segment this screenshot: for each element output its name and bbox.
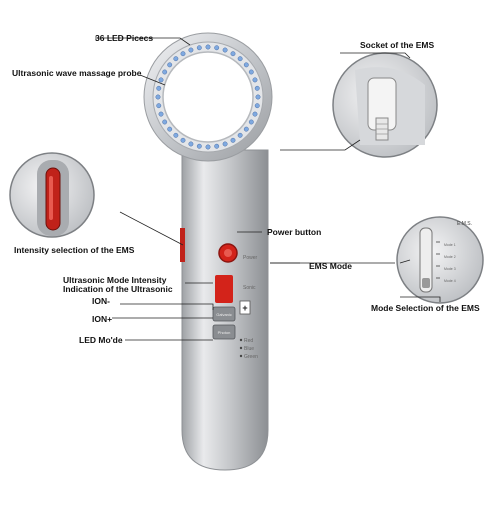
led-dot	[255, 94, 261, 100]
power-text: Power	[243, 255, 258, 261]
led-dot	[173, 56, 179, 62]
label-intensity-selection: Intensity selection of the EMS	[14, 245, 135, 255]
led-color-list: Red Blue Green	[239, 338, 258, 360]
ultrasonic-probe-plate	[162, 51, 254, 143]
svg-text:Photon: Photon	[218, 330, 231, 335]
led-dot	[230, 51, 236, 57]
led-dot	[214, 143, 220, 149]
led-dot	[243, 62, 249, 68]
led-dot	[158, 111, 164, 117]
label-ultrasonic-probe: Ultrasonic wave massage probe	[12, 68, 142, 78]
led-dot	[252, 77, 258, 83]
led-dot	[158, 77, 164, 83]
mode-2-text: Mode 2	[444, 255, 456, 259]
led-dot	[188, 47, 194, 53]
galvanic-button	[212, 306, 236, 322]
led-dot	[155, 94, 161, 100]
label-power-button: Power button	[267, 227, 322, 237]
led-dot	[162, 69, 168, 75]
label-led-mode: LED Mo'de	[79, 335, 123, 345]
label-ion-plus: ION+	[92, 314, 113, 324]
led-dot	[214, 45, 220, 51]
led-dot	[222, 47, 228, 53]
mode-4-text: Mode 4	[444, 279, 456, 283]
led-dot	[254, 103, 260, 109]
led-dot	[230, 137, 236, 143]
label-socket-ems: Socket of the EMS	[360, 40, 435, 50]
label-led-pieces: 36 LED Picecs	[95, 33, 154, 43]
label-ultrasonic-intensity: Ultrasonic Mode Intensity	[63, 275, 167, 285]
led-dot	[162, 119, 168, 125]
led-dot	[243, 126, 249, 132]
led-dot	[196, 45, 202, 51]
ems-text: E.M.S.	[457, 221, 472, 227]
led-color-blue: Blue	[244, 346, 254, 352]
led-dot	[222, 141, 228, 147]
led-dot	[180, 137, 186, 143]
label-ion-minus: ION-	[92, 296, 110, 306]
intensity-zoom-callout	[9, 152, 95, 238]
svg-text:Galvanic: Galvanic	[216, 312, 232, 317]
led-dot	[248, 69, 254, 75]
led-dot	[180, 51, 186, 57]
led-dot	[196, 143, 202, 149]
led-dot	[173, 132, 179, 138]
led-dot	[248, 119, 254, 125]
ems-mode-zoom-callout: E.M.S. Mode 1 Mode 2 Mode 3 Mode 4	[396, 216, 484, 304]
ultrasonic-indicator	[215, 275, 233, 303]
led-color-green: Green	[244, 354, 258, 360]
svg-text:+: +	[242, 303, 247, 313]
label-ems-mode: EMS Mode	[309, 261, 352, 271]
led-dot	[237, 56, 243, 62]
led-dot	[205, 144, 211, 150]
photon-button	[212, 324, 236, 340]
leader-lines	[95, 37, 441, 341]
led-dot	[254, 85, 260, 91]
led-dot	[205, 44, 211, 50]
led-dot	[188, 141, 194, 147]
mode-3-text: Mode 3	[444, 267, 456, 271]
led-dot	[156, 103, 162, 109]
led-dot	[156, 85, 162, 91]
mode-1-text: Mode 1	[444, 243, 456, 247]
label-mode-selection: Mode Selection of the EMS	[371, 303, 480, 313]
led-dot	[167, 126, 173, 132]
led-dot	[237, 132, 243, 138]
led-dots	[155, 44, 261, 150]
label-ultrasonic-indication: Indication of the Ultrasonic	[63, 284, 173, 294]
led-dot	[167, 62, 173, 68]
sonic-text: Sonic	[243, 285, 256, 291]
led-color-red: Red	[244, 338, 253, 344]
ion-sign-icon	[239, 300, 251, 315]
led-dot	[252, 111, 258, 117]
socket-zoom-callout	[332, 52, 438, 158]
